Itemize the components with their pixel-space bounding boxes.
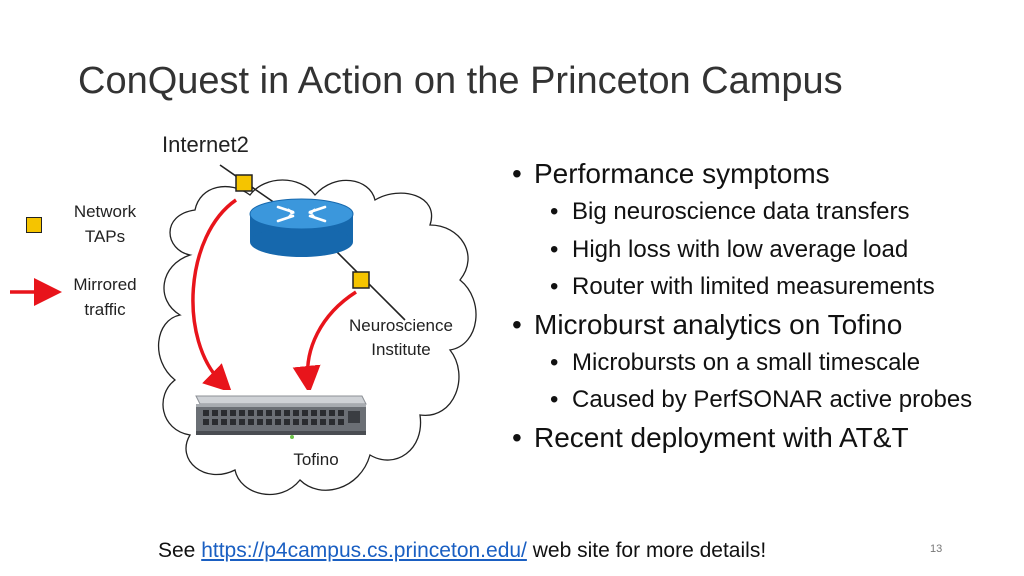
bullet-item: •Microbursts on a small timescale bbox=[550, 348, 921, 376]
bullet-list: •Performance symptoms •Big neuroscience … bbox=[512, 155, 1017, 457]
bullet-item: •Big neuroscience data transfers bbox=[550, 198, 910, 225]
router-icon bbox=[249, 198, 354, 257]
bullet-item: •Microburst analytics on Tofino bbox=[512, 308, 903, 340]
footer-note: See https://p4campus.cs.princeton.edu/ w… bbox=[158, 539, 767, 562]
bullet-item: •Caused by PerfSONAR active probes bbox=[550, 386, 973, 413]
page-number: 13 bbox=[930, 543, 943, 555]
network-tap-icon bbox=[235, 174, 253, 192]
neuroscience-institute-label: Neuroscience Institute bbox=[349, 316, 453, 359]
red-arrow-icon bbox=[292, 290, 357, 394]
slide-title: ConQuest in Action on the Princeton Camp… bbox=[78, 60, 843, 102]
bullet-item: •High loss with low average load bbox=[550, 235, 909, 263]
legend-mirrored-traffic: Mirrored traffic bbox=[73, 275, 137, 319]
p4campus-link[interactable]: https://p4campus.cs.princeton.edu/ bbox=[201, 539, 527, 562]
bullet-item: •Recent deployment with AT&T bbox=[512, 421, 909, 453]
bullet-item: •Performance symptoms bbox=[512, 158, 830, 189]
tofino-switch-icon bbox=[191, 390, 370, 442]
bullet-item: •Router with limited measurements bbox=[550, 273, 935, 300]
red-arrow-icon bbox=[191, 198, 237, 393]
legend-network-taps: Network TAPs bbox=[73, 202, 137, 246]
network-tap-icon bbox=[352, 271, 370, 289]
network-tap-icon bbox=[26, 217, 42, 233]
internet2-label: Internet2 bbox=[162, 132, 249, 157]
tofino-label: Tofino bbox=[293, 450, 339, 469]
